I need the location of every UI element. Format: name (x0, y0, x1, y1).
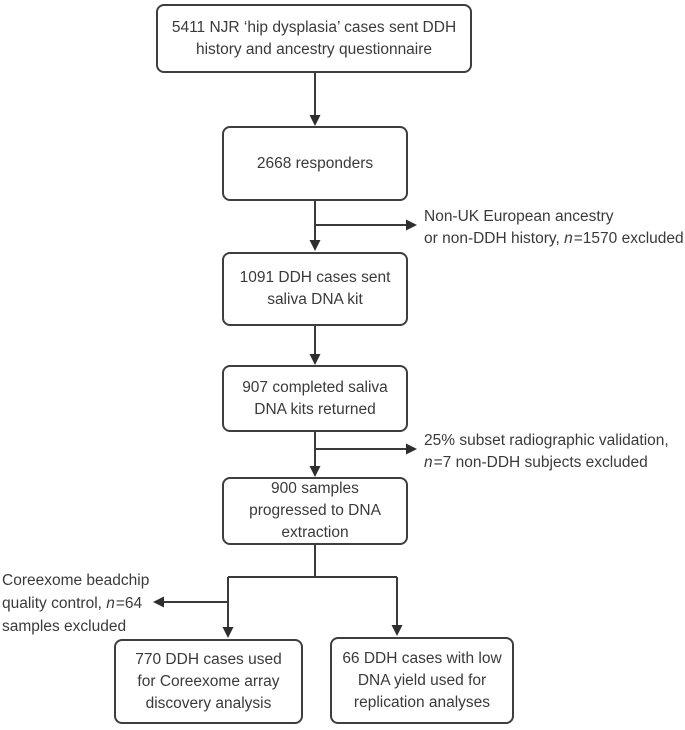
arrow-saliva-kit-to-kits-returned (309, 326, 321, 365)
arrow-responders-to-saliva-kit (309, 201, 321, 251)
box-line: replication analyses (353, 693, 491, 711)
arrow-exclusion-radiographic (315, 443, 417, 455)
box-replication-analyses: 66 DDH cases with low DNA yield used for… (330, 637, 514, 724)
exclusion-line: Non-UK European ancestry (424, 206, 684, 228)
box-line: 5411 NJR ‘hip dysplasia’ cases sent DDH (171, 18, 457, 36)
exclusion-note-beadchip: Coreexome beadchip quality control, n=64… (2, 569, 149, 638)
arrow-kits-returned-to-extraction (309, 432, 321, 477)
box-line: discovery analysis (145, 694, 272, 712)
box-line: 66 DDH cases with low (342, 649, 502, 667)
box-discovery-analysis: 770 DDH cases used for Coreexome array d… (114, 639, 303, 724)
exclusion-line: Coreexome beadchip (2, 569, 149, 592)
exclusion-text: or non-DDH history, (424, 230, 565, 247)
n-variable: n (106, 595, 115, 612)
box-line: history and ancestry questionnaire (195, 40, 433, 58)
exclusion-text: =1570 excluded (573, 230, 684, 247)
arrow-questionnaire-to-responders (309, 73, 321, 126)
box-line: DNA kits returned (254, 400, 376, 418)
box-dna-extraction: 900 samples progressed to DNA extraction (222, 477, 408, 545)
exclusion-line: or non-DDH history, n=1570 excluded (424, 228, 684, 250)
box-line: 1091 DDH cases sent (239, 269, 391, 286)
exclusion-line: samples excluded (2, 615, 149, 638)
exclusion-text: quality control, (2, 595, 107, 612)
box-line: 2668 responders (256, 154, 374, 172)
box-line: saliva DNA kit (267, 291, 363, 308)
exclusion-text: samples excluded (2, 618, 127, 635)
exclusion-note-ancestry: Non-UK European ancestry or non-DDH hist… (424, 206, 684, 250)
exclusion-note-radiographic: 25% subset radiographic validation, n=7 … (424, 430, 669, 474)
arrow-exclusion-ancestry (315, 219, 417, 231)
box-line: DNA yield used for (357, 671, 487, 689)
exclusion-text: Coreexome beadchip (2, 572, 150, 589)
box-line: for Coreexome array (137, 672, 280, 690)
n-variable: n (424, 454, 433, 471)
exclusion-line: quality control, n=64 (2, 592, 149, 615)
box-line: 770 DDH cases used (135, 650, 282, 668)
arrow-exclusion-beadchip (153, 596, 228, 608)
box-line: 907 completed saliva (242, 378, 388, 396)
box-line: extraction (281, 524, 349, 541)
exclusion-text: 25% subset radiographic validation, (424, 432, 669, 449)
box-line: 900 samples (271, 480, 359, 497)
split-extraction-to-bottom-boxes (222, 545, 403, 638)
box-responders: 2668 responders (222, 126, 408, 201)
exclusion-text: Non-UK European ancestry (424, 208, 614, 225)
exclusion-line: 25% subset radiographic validation, (424, 430, 669, 452)
box-saliva-kit-sent: 1091 DDH cases sent saliva DNA kit (222, 252, 408, 326)
box-kits-returned: 907 completed saliva DNA kits returned (222, 365, 408, 432)
exclusion-line: n=7 non-DDH subjects excluded (424, 452, 669, 474)
box-questionnaire: 5411 NJR ‘hip dysplasia’ cases sent DDH … (156, 4, 472, 73)
exclusion-text: =7 non-DDH subjects excluded (433, 454, 648, 471)
box-line: progressed to DNA (249, 502, 381, 519)
exclusion-text: =64 (115, 595, 143, 612)
n-variable: n (564, 230, 573, 247)
